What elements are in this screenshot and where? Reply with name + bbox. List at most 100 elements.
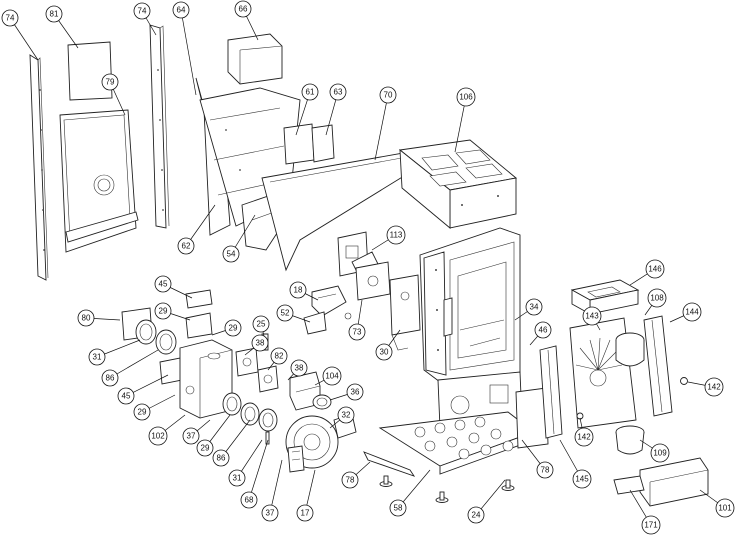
- callout-bubble: [222, 245, 240, 263]
- callout-c30: 30: [375, 329, 401, 361]
- callout-bubble: [467, 506, 485, 524]
- callout-number: 29: [159, 307, 168, 316]
- leader-line: [180, 9, 197, 96]
- callout-c78b: 78: [341, 461, 371, 489]
- callout-bubble: [572, 469, 592, 489]
- callout-bubble: [337, 406, 355, 424]
- part-plates-61-63: [283, 123, 335, 165]
- callout-c31b: 31: [228, 439, 263, 487]
- callout-number: 18: [294, 286, 303, 295]
- callout-bubble: [682, 302, 702, 322]
- callout-number: 74: [138, 7, 147, 16]
- callout-bubble: [348, 323, 366, 341]
- callout-number: 62: [182, 242, 191, 251]
- callout-bubble: [224, 319, 242, 337]
- callout-number: 142: [577, 433, 591, 442]
- callout-c171: 171: [629, 489, 661, 535]
- callout-c73: 73: [348, 299, 366, 341]
- part-top-panel-70: [261, 149, 431, 272]
- callout-number: 58: [394, 504, 403, 513]
- part-tray-101: [639, 457, 709, 507]
- callout-number: 146: [648, 265, 662, 274]
- callout-bubble: [251, 334, 269, 352]
- part-pin-68: [265, 431, 270, 445]
- callout-number: 37: [187, 432, 196, 441]
- callout-bubble: [534, 321, 552, 339]
- callout-bubble: [386, 225, 406, 245]
- callout-number: 24: [472, 511, 481, 520]
- callout-number: 144: [685, 308, 699, 317]
- callout-number: 109: [653, 449, 667, 458]
- part-feet: [379, 475, 515, 503]
- callout-number: 74: [6, 14, 15, 23]
- callout-number: 31: [93, 353, 102, 362]
- callout-bubble: [647, 288, 667, 308]
- callout-number: 106: [459, 93, 473, 102]
- callout-c37a: 37: [182, 419, 211, 445]
- part-gasket-171: [613, 475, 645, 495]
- callout-c142a: 142: [687, 377, 724, 397]
- callout-number: 52: [281, 309, 290, 318]
- callout-number: 29: [229, 324, 238, 333]
- callout-c143: 143: [582, 306, 602, 331]
- part-strip-145: [539, 345, 563, 439]
- callout-number: 45: [122, 392, 131, 401]
- callout-number: 70: [384, 91, 393, 100]
- callout-bubble: [582, 306, 602, 326]
- part-ring-36: [312, 394, 332, 410]
- callout-number: 143: [585, 312, 599, 321]
- callout-c64: 64: [172, 1, 197, 96]
- callout-number: 29: [138, 408, 147, 417]
- callout-bubble: [252, 315, 270, 333]
- callout-number: 46: [539, 326, 548, 335]
- leader-line: [109, 349, 159, 379]
- callout-bubble: [101, 73, 119, 91]
- callout-c101: 101: [699, 489, 735, 518]
- callout-bubble: [270, 347, 288, 365]
- callout-bubble: [456, 87, 476, 107]
- callout-c106: 106: [454, 87, 476, 153]
- callout-number: 78: [346, 476, 355, 485]
- callout-bubble: [389, 499, 407, 517]
- callout-number: 54: [227, 250, 236, 259]
- callout-bubble: [133, 2, 151, 20]
- callout-bubble: [45, 5, 63, 23]
- callout-bubble: [704, 377, 724, 397]
- callout-number: 32: [342, 411, 351, 420]
- callout-c142b: 142: [574, 417, 594, 447]
- callout-number: 73: [353, 328, 362, 337]
- leader-line: [269, 459, 283, 514]
- callout-c45b: 45: [117, 374, 169, 405]
- callout-c37b: 37: [261, 459, 283, 522]
- callout-c104: 104: [314, 366, 342, 386]
- callout-bubble: [322, 366, 342, 386]
- part-upright-74: [149, 24, 170, 229]
- callout-number: 30: [380, 348, 389, 357]
- callout-bubble: [88, 348, 106, 366]
- callout-c63: 63: [325, 83, 347, 136]
- callout-bubble: [148, 426, 168, 446]
- callout-c146: 146: [629, 259, 665, 286]
- callout-c74b: 74: [133, 2, 157, 36]
- callout-c18: 18: [289, 281, 319, 301]
- callout-c34: 34: [514, 298, 543, 321]
- callout-c36: 36: [329, 383, 364, 401]
- callout-number: 38: [295, 364, 304, 373]
- callout-c29c: 29: [133, 394, 176, 421]
- callout-bubble: [117, 387, 135, 405]
- callout-c145: 145: [559, 439, 592, 489]
- callout-c86b: 86: [212, 419, 251, 467]
- callout-bubble: [212, 449, 230, 467]
- callout-c54: 54: [222, 214, 256, 263]
- part-gasket-73: [355, 261, 391, 301]
- callout-c81: 81: [45, 5, 79, 49]
- callout-c62: 62: [177, 204, 216, 255]
- part-clip-52: [303, 311, 327, 335]
- callout-c82: 82: [267, 347, 288, 371]
- callout-c46: 46: [529, 321, 552, 346]
- callout-number: 63: [334, 88, 343, 97]
- callout-number: 64: [177, 6, 186, 15]
- callout-c78a: 78: [521, 439, 554, 479]
